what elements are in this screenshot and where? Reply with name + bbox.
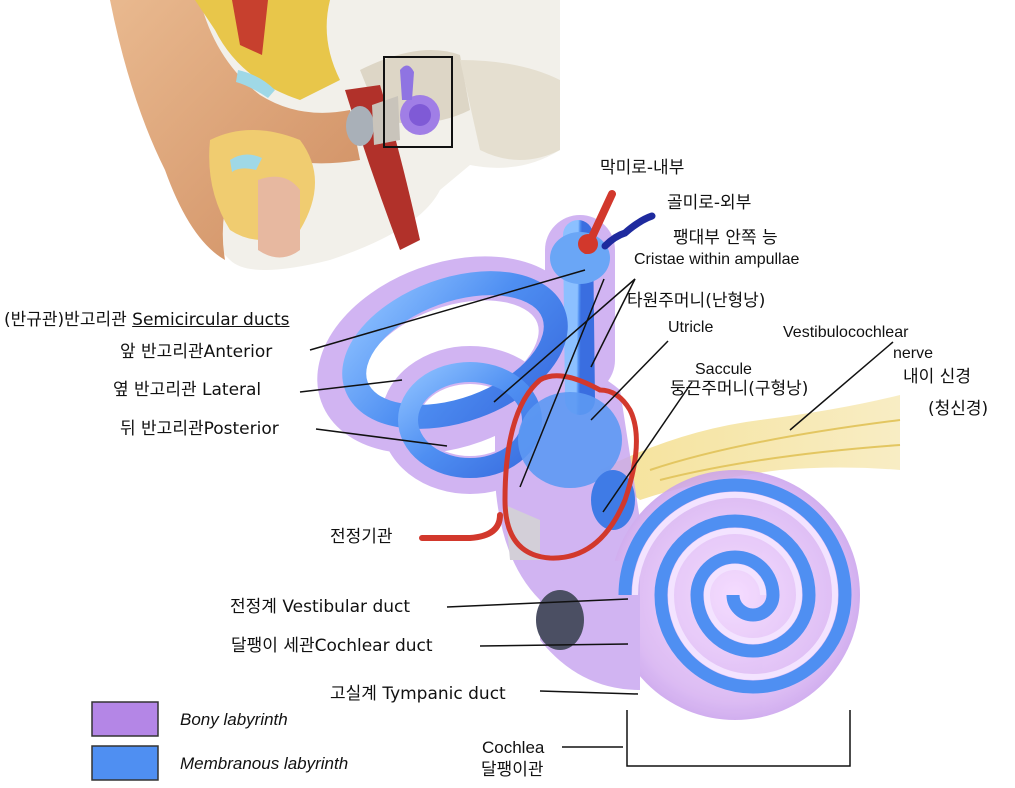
legend-swatch-bony (91, 701, 159, 737)
legend-label-bony: Bony labyrinth (180, 710, 288, 729)
label-lateral-en: Lateral (202, 380, 262, 400)
cochlea-spiral (618, 478, 852, 694)
label-semicircular-kr: (반규관)반고리관 (4, 310, 133, 330)
label-nerve-kr-2: (청신경) (928, 399, 989, 419)
label-utricle-en: Utricle (668, 319, 714, 336)
label-nerve-kr-1: 내이 신경 (903, 367, 971, 387)
label-cristae: Cristae within ampullae (634, 251, 800, 268)
label-vestibular-en: Vestibular duct (282, 597, 411, 617)
label-semicircular-ducts: (반규관)반고리관 Semicircular ducts (4, 310, 289, 330)
label-saccule-kr: 둥근주머니(구형낭) (670, 379, 809, 399)
vestibulocochlear-nerve (600, 395, 900, 500)
utricle (518, 392, 622, 488)
ear-cross-section (110, 0, 560, 270)
legend-swatch-membranous (91, 745, 159, 781)
vestibule-wall (505, 505, 540, 560)
label-posterior-kr: 뒤 반고리관 (120, 419, 204, 439)
round-window (536, 590, 584, 650)
label-nerve-en-2: nerve (893, 345, 934, 362)
label-cochlear-duct: 달팽이 세관Cochlear duct (231, 636, 433, 656)
label-posterior: 뒤 반고리관Posterior (120, 419, 279, 439)
label-cochlear-kr: 달팽이 세관 (231, 636, 315, 656)
label-anterior-kr: 앞 반고리관 (120, 342, 204, 362)
label-saccule-en: Saccule (695, 361, 752, 378)
label-vestibular-duct: 전정계 Vestibular duct (230, 597, 410, 617)
label-cochlea-kr: 달팽이관 (481, 760, 544, 780)
label-ampulla-inner: 팽대부 안쪽 능 (673, 228, 778, 248)
label-lateral-kr: 옆 반고리관 (113, 380, 203, 400)
leader-lines (299, 269, 894, 767)
label-anterior-en: Anterior (203, 342, 273, 362)
label-anterior: 앞 반고리관Anterior (120, 342, 272, 362)
label-tympanic-duct: 고실계 Tympanic duct (330, 684, 506, 704)
membranous-inner-marker (578, 234, 598, 254)
label-bony-outer: 골미로-외부 (667, 193, 752, 213)
label-posterior-en: Posterior (203, 419, 279, 439)
label-tympanic-kr: 고실계 (330, 684, 383, 704)
saccule (591, 470, 635, 530)
label-membranous-inner: 막미로-내부 (600, 158, 685, 178)
label-utricle-kr: 타원주머니(난형낭) (627, 291, 766, 311)
label-lateral: 옆 반고리관 Lateral (113, 380, 261, 400)
label-tympanic-en: Tympanic duct (382, 684, 506, 704)
label-cochlear-en: Cochlear duct (314, 636, 433, 656)
label-vestibule: 전정기관 (330, 527, 393, 547)
label-nerve-en-1: Vestibulocochlear (783, 324, 909, 341)
legend-label-membranous: Membranous labyrinth (180, 754, 349, 773)
label-vestibular-kr: 전정계 (230, 597, 283, 617)
label-cochlea-en: Cochlea (482, 738, 545, 757)
bony-outer-marker (601, 212, 656, 250)
label-semicircular-en: Semicircular ducts (132, 310, 290, 330)
